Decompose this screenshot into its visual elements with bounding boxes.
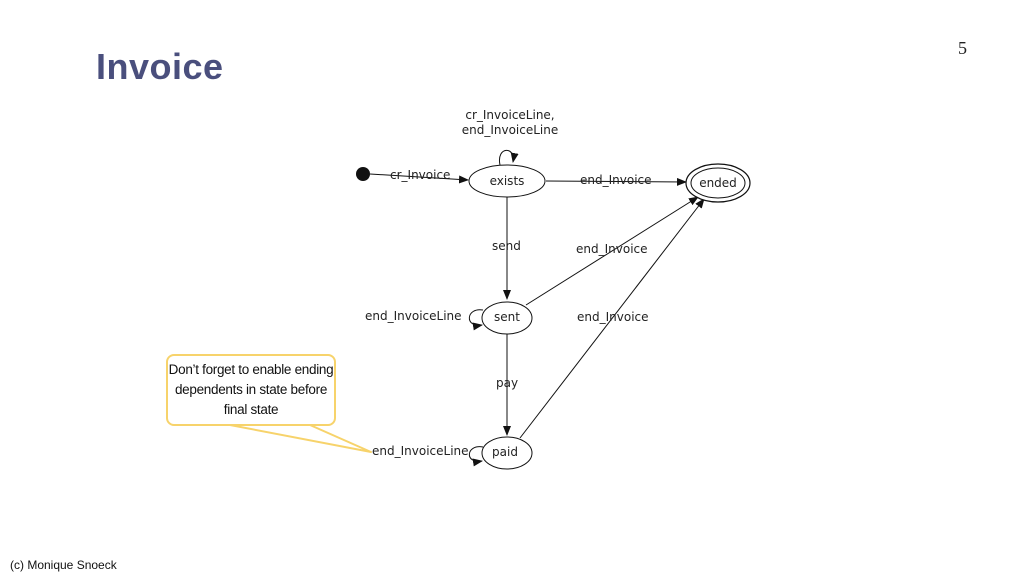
label-create: cr_Invoice <box>390 168 450 182</box>
state-sent-label: sent <box>494 310 520 324</box>
initial-state <box>356 167 370 181</box>
label-pay: pay <box>496 376 518 390</box>
footer-copyright: (c) Monique Snoeck <box>10 558 117 572</box>
edge-create <box>369 173 469 184</box>
page-number: 5 <box>958 38 967 58</box>
label-self-sent: end_InvoiceLine <box>365 309 462 323</box>
label-exists-ended: end_Invoice <box>580 173 652 187</box>
state-exists <box>468 164 546 198</box>
state-sent <box>481 301 533 335</box>
self-loop-paid <box>468 446 484 467</box>
state-paid <box>481 436 533 470</box>
label-self-exists-2: end_InvoiceLine <box>462 123 559 137</box>
slide-title: Invoice <box>96 46 224 87</box>
edge-exists-ended <box>545 177 687 186</box>
edge-sent-ended <box>525 196 699 306</box>
state-exists-label: exists <box>490 174 525 188</box>
edge-paid-ended <box>519 198 705 439</box>
state-ended-label: ended <box>699 176 737 190</box>
self-loop-sent <box>468 309 484 331</box>
state-paid-label: paid <box>492 445 518 459</box>
callout-note: Don’t forget to enable ending dependents… <box>166 354 336 426</box>
label-self-exists-1: cr_InvoiceLine, <box>465 108 554 122</box>
label-paid-ended: end_Invoice <box>577 310 649 324</box>
label-self-paid: end_InvoiceLine <box>372 444 469 458</box>
callout-pointer <box>229 424 372 453</box>
label-sent-ended: end_Invoice <box>576 242 648 256</box>
callout-text: Don’t forget to enable ending dependents… <box>168 362 334 417</box>
label-send: send <box>492 239 521 253</box>
state-ended <box>690 167 746 199</box>
self-loop-exists <box>499 149 519 166</box>
